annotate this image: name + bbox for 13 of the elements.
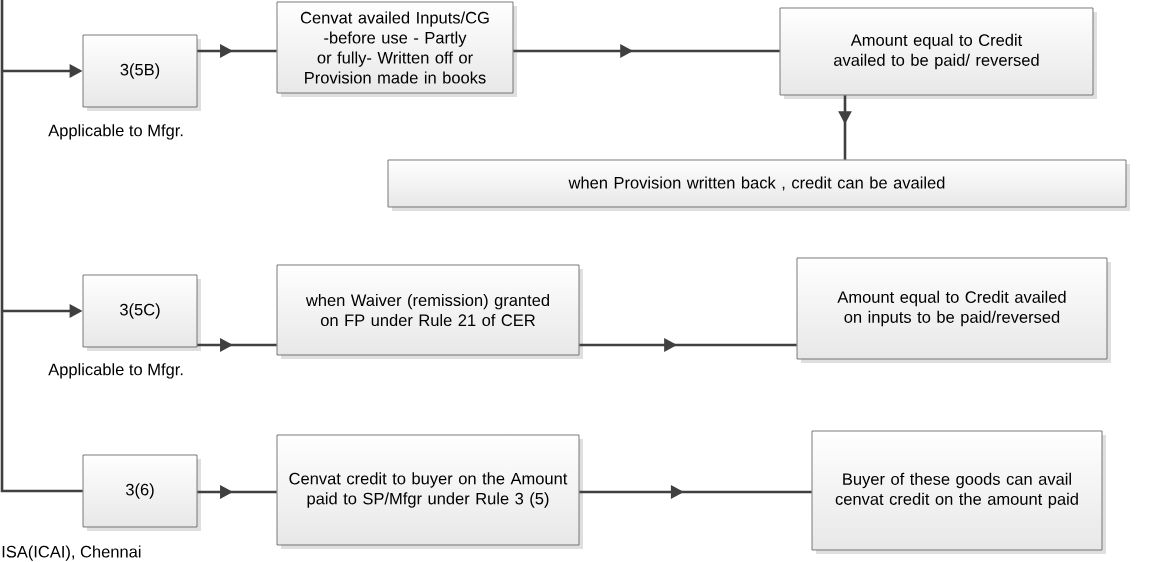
process-box: 3(5B) [82,34,201,111]
process-box: Amount equal to Credit availed to be paid/ reversed [779,7,1097,99]
process-box: 3(5C) [82,274,201,351]
process-box: when Waiver (remission) granted on FP under Rule 21 of CER [276,264,583,359]
process-box: Cenvat availed Inputs/CG -before use - Partly or fully- Written off or Provision made in books [276,1,517,97]
note-text: Applicable to Mfgr. [48,363,183,379]
note-text: Applicable to Mfgr. [48,124,183,140]
process-box: Cenvat credit to buyer on the Amount paid to SP/Mfgr under Rule 3 (5) [276,434,583,549]
footer-text: ISA(ICAI), Chennai [2,545,141,561]
process-box: when Provision written back , credit can be availed [387,159,1130,211]
process-box: 3(6) [82,454,201,531]
process-box: Buyer of these goods can avail cenvat credit on the amount paid [811,430,1106,554]
process-box: Amount equal to Credit availed on inputs to be paid/reversed [796,257,1111,363]
